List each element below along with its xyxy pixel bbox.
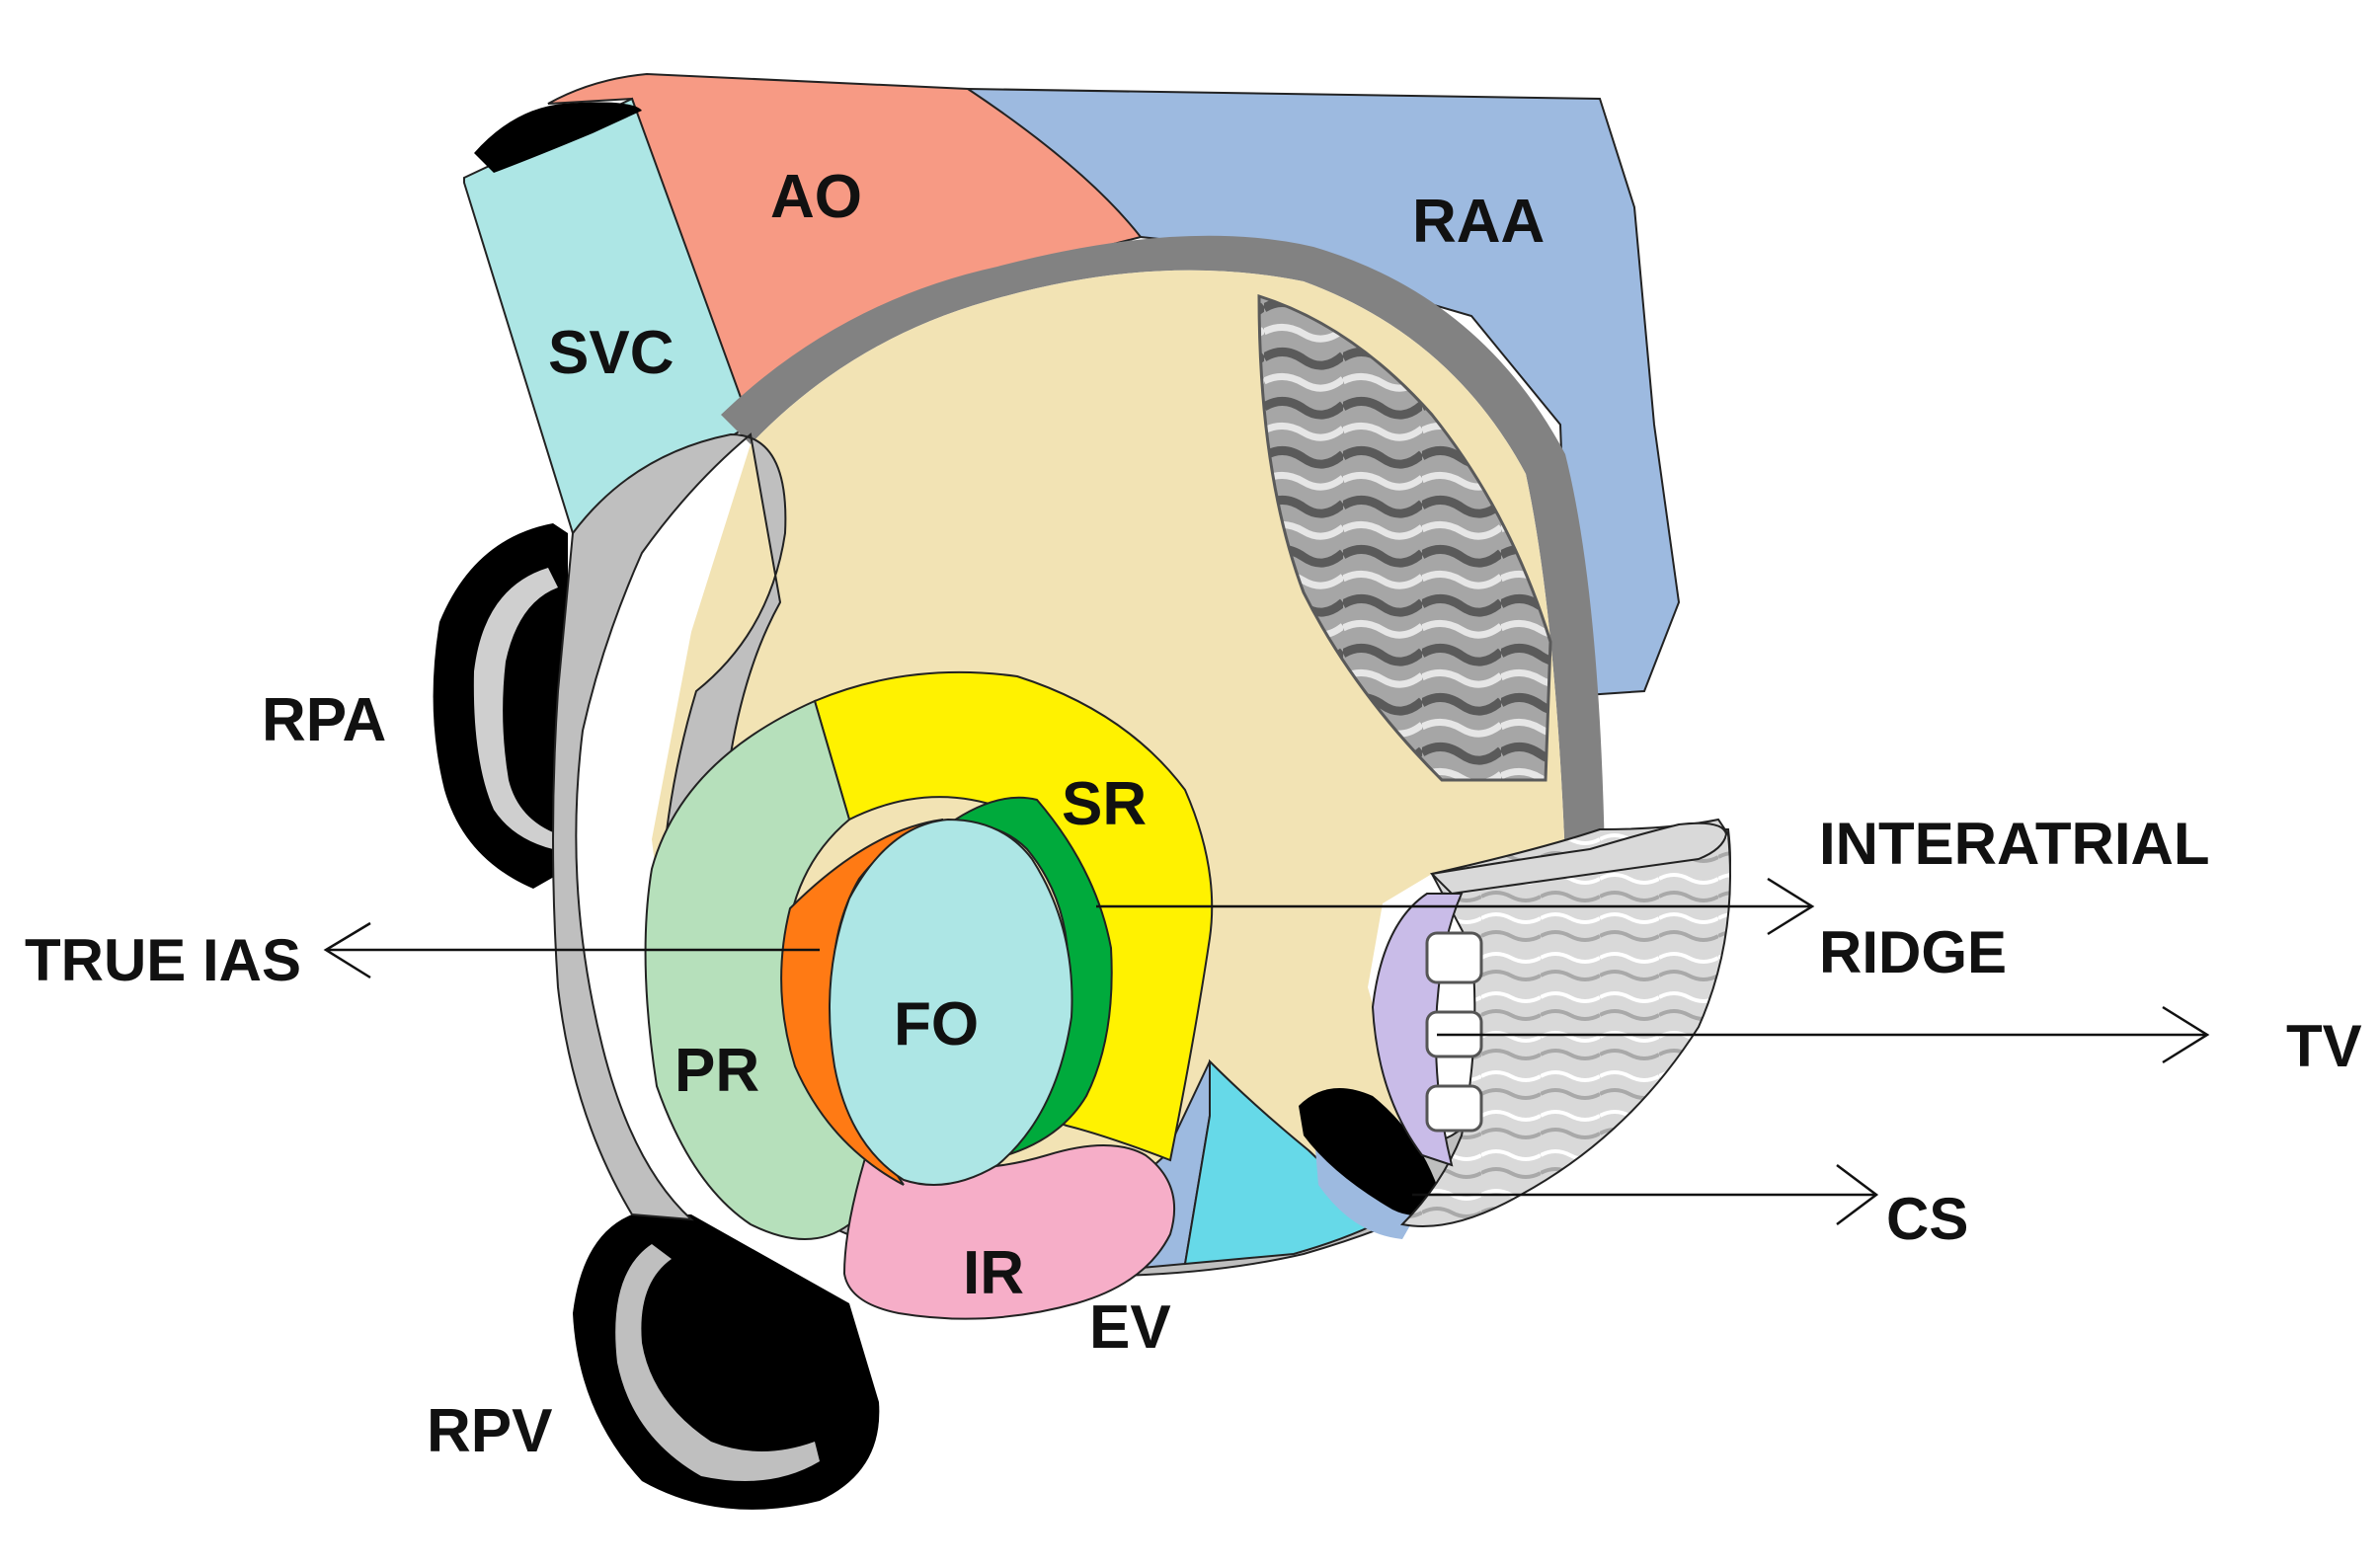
label-true-ias: TRUE IAS: [25, 927, 301, 993]
tv-arrow: [1437, 1005, 2210, 1064]
cs-ostium: [1299, 1088, 1442, 1215]
true-ias-arrow: [323, 921, 820, 979]
interatrial-ridge-crescent: [944, 796, 1113, 1162]
label-rpv: RPV: [427, 1397, 552, 1465]
tv-opening-top: [1425, 931, 1483, 984]
svc-opening: [474, 102, 642, 173]
tv-annulus: [1399, 818, 1731, 1227]
label-ridge: RIDGE: [1819, 919, 2007, 985]
label-tv: TV: [2286, 1013, 2362, 1079]
interatrial-ridge-arrow: [1096, 877, 1815, 936]
label-raa: RAA: [1412, 188, 1545, 256]
label-sr: SR: [1062, 770, 1147, 838]
label-ao: AO: [770, 163, 862, 231]
label-cs: CS: [1886, 1186, 1968, 1252]
ir-region: [842, 1143, 1176, 1320]
fossa-ovalis: [829, 818, 1073, 1186]
label-interatrial: INTERATRIAL: [1819, 811, 2210, 877]
ao-region: [547, 72, 1143, 427]
label-pr: PR: [674, 1037, 759, 1105]
interatrial-ridge-cap: [1429, 822, 1728, 896]
label-fo: FO: [894, 990, 979, 1058]
label-rpa: RPA: [262, 686, 386, 754]
tv-opening-bottom: [1425, 1084, 1483, 1133]
label-svc: SVC: [548, 319, 674, 387]
cs-arrow: [1412, 1164, 1879, 1225]
rpa-vessel-ring: [473, 568, 558, 849]
rpv-vessel-ring: [615, 1244, 820, 1481]
rpv-vessel: [573, 1214, 880, 1510]
label-ir: IR: [963, 1239, 1024, 1307]
pectinate-muscles: [1257, 293, 1552, 782]
label-ev: EV: [1089, 1293, 1171, 1362]
